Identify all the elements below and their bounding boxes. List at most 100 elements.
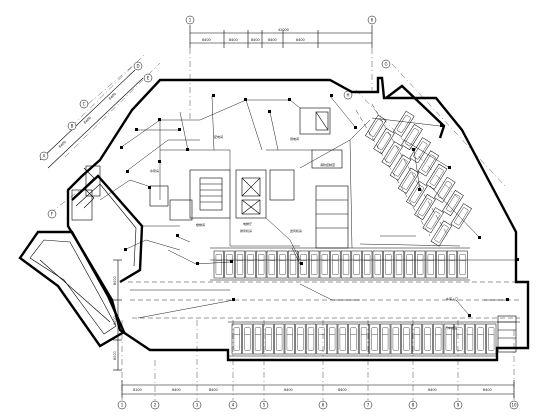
left-dim-2: 8000: [113, 316, 117, 325]
parking-stalls-diagonal: [365, 110, 472, 247]
parking-stall: [486, 323, 497, 355]
axis-bubble-right-G: [381, 59, 391, 69]
axis-bubble-bottom-10: [509, 400, 519, 410]
outer-wall: [66, 76, 530, 362]
parking-stall: [457, 250, 468, 279]
parking-stall: [263, 323, 274, 355]
axis-label-bottom-7: 7: [367, 403, 370, 408]
room-label-6: 送风机房: [290, 228, 302, 233]
inner-wall-left: [71, 174, 144, 284]
parking-stall: [330, 250, 341, 279]
parking-stall: [372, 250, 383, 279]
axis-label-bottom-6: 6: [322, 403, 325, 408]
axis-label-bottom-1: 1: [121, 403, 124, 408]
parking-stall: [348, 323, 359, 355]
top-dim-5: 8400: [296, 38, 305, 42]
parking-stall: [422, 323, 433, 355]
axis-label-left-C: C: [83, 102, 86, 107]
axis-label-bottom-3: 3: [196, 403, 199, 408]
bottom-dim-4: 8400: [284, 388, 293, 392]
room-label-4: 水泵房: [150, 168, 159, 173]
axis-bubble-bottom-4: [228, 400, 238, 410]
room-label-5: 排风机房: [240, 228, 252, 233]
parking-stall: [397, 167, 420, 194]
axis-label-bottom-10: 10: [511, 403, 517, 408]
axis-bubble-bottom-9: [453, 400, 463, 410]
axis-label-left-F: F: [51, 212, 54, 217]
parking-stall: [242, 323, 253, 355]
axis-label-right-G: G: [384, 62, 387, 67]
axis-label-bottom-5: 5: [263, 403, 266, 408]
axis-bubble-bottom-2: [150, 400, 160, 410]
bottom-dim-2: 8400: [172, 388, 181, 392]
parking-stall: [381, 141, 403, 168]
parking-stall: [433, 323, 444, 355]
parking-stall: [358, 323, 370, 355]
parking-stall: [415, 250, 426, 279]
axis-bubble-bottom-8: [408, 400, 418, 410]
parking-stalls-bottom-row: [231, 323, 497, 355]
room-label-9: 车库入口: [446, 296, 458, 301]
parking-stall: [434, 176, 456, 203]
axis-label-bottom-9: 9: [457, 403, 460, 408]
axis-bubble-bottom-5: [259, 400, 269, 410]
axis-grid: [49, 48, 515, 400]
parking-stall: [316, 323, 327, 355]
diagonal-dimension-chain: 8400 8400 8400 A B C D E F G H: [39, 59, 391, 219]
room-label-7: 楼梯间: [196, 222, 205, 227]
core-rooms: [71, 107, 371, 261]
parking-stall: [256, 250, 267, 279]
parking-stall: [389, 154, 412, 181]
axis-bubble-left-B: [67, 121, 77, 131]
parking-stall: [446, 250, 458, 279]
parking-stall: [390, 323, 401, 355]
axis-bubble-bottom-7: [363, 400, 373, 410]
left-dim-1: 8000: [113, 276, 117, 285]
parking-stall: [327, 323, 338, 355]
parking-stall: [475, 323, 486, 355]
parking-stall: [309, 250, 320, 279]
axis-label-bottom-4: 4: [232, 403, 235, 408]
parking-stall: [404, 250, 415, 279]
room-label-3: 消防控制室: [320, 162, 335, 167]
axis-label-left-B: B: [71, 124, 74, 129]
parking-stall: [373, 128, 395, 155]
parking-stall: [464, 323, 476, 355]
parking-stall: [213, 250, 224, 279]
electrical-devices: [120, 94, 519, 317]
parking-stall: [224, 250, 235, 279]
parking-stall: [425, 163, 448, 190]
parking-stall: [422, 207, 444, 234]
top-dim-total: 42000: [278, 28, 289, 32]
room-label-1: 配电间: [214, 134, 223, 139]
axis-bubble-bottom-1: [117, 400, 127, 410]
parking-stall: [365, 114, 387, 141]
parking-stall: [369, 323, 380, 355]
parking-stall: [295, 323, 306, 355]
axis-bubble-bottom-3: [192, 400, 202, 410]
top-dim-4: 8400: [268, 38, 277, 42]
parking-stall: [234, 250, 246, 279]
axis-label-bottom-8: 8: [412, 403, 415, 408]
axis-bubble-left-A: [39, 151, 49, 161]
bottom-dim-7: 8400: [483, 388, 492, 392]
axis-label-left-E: E: [147, 76, 150, 81]
left-dimension-chain: 8000 8000 8000: [113, 259, 122, 371]
parking-stall: [417, 150, 440, 177]
parking-stall: [436, 250, 447, 279]
axis-bubble-bottom-6: [318, 400, 328, 410]
building-outline: [18, 76, 530, 362]
parking-stall: [337, 323, 348, 355]
parking-stall: [430, 220, 453, 247]
electrical-wiring: [99, 95, 518, 319]
top-dim-2: 8400: [229, 38, 238, 42]
axis-label-bottom-2: 2: [154, 403, 157, 408]
parking-stall: [380, 323, 391, 355]
parking-stall: [274, 323, 285, 355]
axis-label-right-H: H: [346, 93, 349, 98]
bottom-dim-1: 8100: [133, 388, 142, 392]
top-dimension-chain: 8400 8400 8400 8400 8400 42000 1 6: [185, 15, 377, 48]
parking-stall: [450, 203, 472, 230]
parking-stall: [277, 250, 288, 279]
